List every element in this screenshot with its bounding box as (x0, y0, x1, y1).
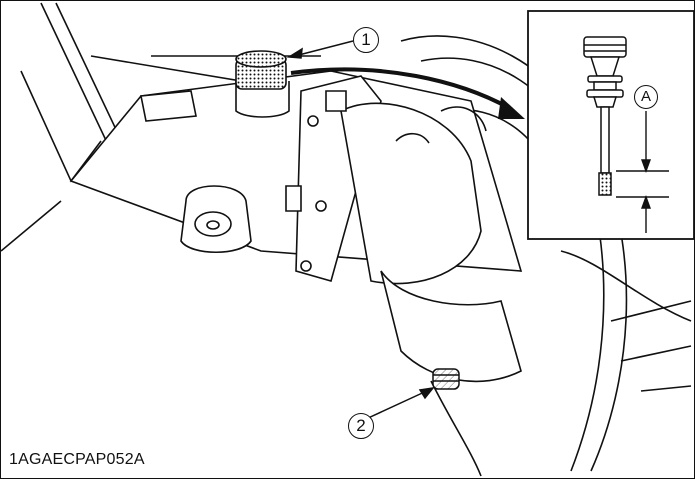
dipstick-inset (527, 10, 694, 240)
figure-code: 1AGAECPAP052A (9, 451, 145, 468)
inset-arrow (290, 67, 525, 119)
dimension-a-label: A (634, 85, 658, 109)
axle-housing (285, 75, 522, 383)
oil-filler-plug (235, 50, 290, 118)
dipstick (583, 36, 627, 196)
drain-plug (432, 368, 460, 390)
dimension-a (616, 111, 669, 233)
callout-leaders (286, 40, 435, 420)
callout-2-label: 2 (348, 413, 374, 439)
callout-1-label: 1 (353, 27, 379, 53)
